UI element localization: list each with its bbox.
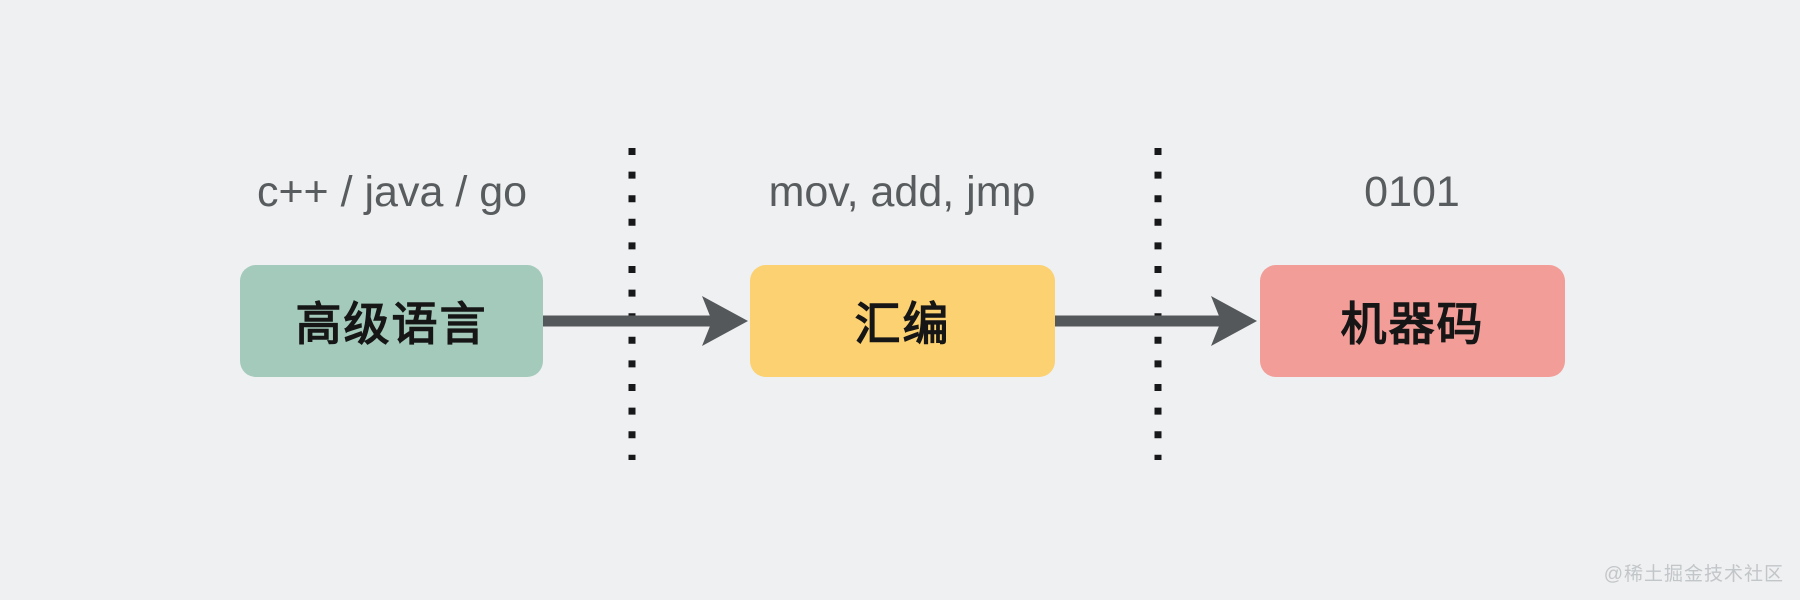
label-machine-code-examples: 0101 (1364, 168, 1460, 216)
box-machine-code-text: 机器码 (1340, 298, 1485, 350)
arrow-1-head-icon (702, 296, 748, 346)
box-high-level-language-text: 高级语言 (295, 298, 488, 350)
box-machine-code: 机器码 (1260, 265, 1565, 377)
box-high-level-language: 高级语言 (240, 265, 543, 377)
label-high-level-examples: c++ / java / go (256, 168, 528, 216)
watermark-juejin: @稀土掘金技术社区 (1603, 564, 1784, 585)
label-assembly-examples: mov, add, jmp (768, 168, 1036, 216)
box-assembly-text: 汇编 (854, 298, 951, 350)
arrow-2-head-icon (1211, 296, 1257, 346)
box-assembly: 汇编 (750, 265, 1055, 377)
